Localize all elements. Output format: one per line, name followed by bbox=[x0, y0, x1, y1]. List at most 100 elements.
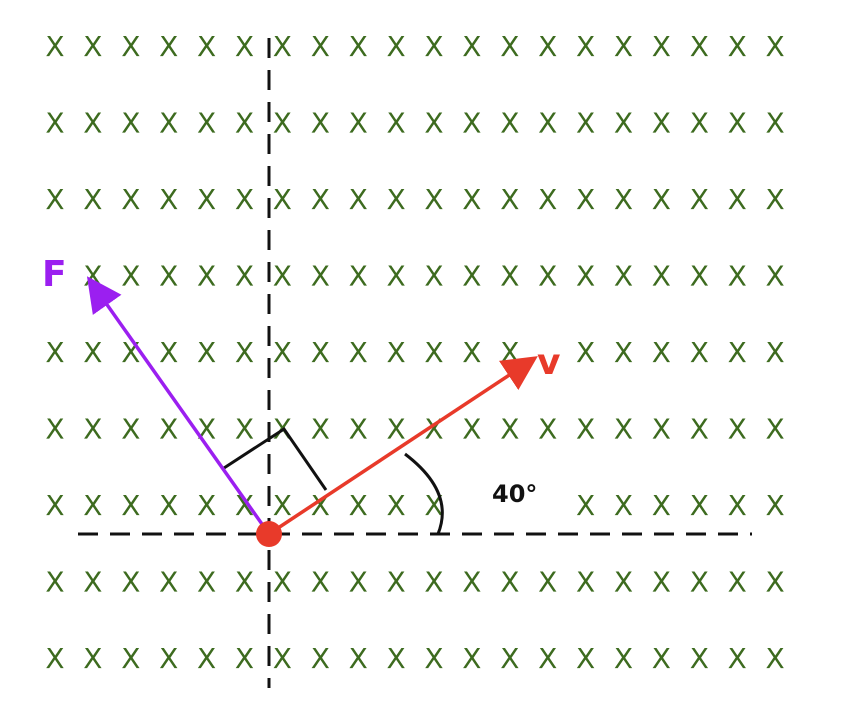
field-x-mark: X bbox=[387, 413, 406, 446]
velocity-vector-arrow bbox=[268, 356, 538, 536]
field-x-mark: X bbox=[652, 413, 671, 446]
field-x-mark: X bbox=[690, 566, 709, 599]
field-x-mark: X bbox=[576, 566, 595, 599]
field-x-mark: X bbox=[766, 260, 785, 293]
field-x-mark: X bbox=[197, 260, 216, 293]
field-x-mark: X bbox=[311, 413, 330, 446]
field-x-mark: X bbox=[690, 183, 709, 216]
field-x-mark: X bbox=[45, 336, 64, 369]
field-x-mark: X bbox=[349, 413, 368, 446]
field-x-mark: X bbox=[576, 107, 595, 140]
field-x-mark: X bbox=[273, 183, 292, 216]
field-x-mark: X bbox=[159, 489, 178, 522]
force-label: F bbox=[42, 254, 67, 295]
field-x-mark: X bbox=[424, 107, 443, 140]
field-x-mark: X bbox=[728, 566, 747, 599]
field-x-mark: X bbox=[462, 642, 481, 675]
field-x-mark: X bbox=[83, 566, 102, 599]
field-x-mark: X bbox=[652, 260, 671, 293]
field-x-mark: X bbox=[652, 489, 671, 522]
field-x-mark: X bbox=[728, 107, 747, 140]
moving-charge-dot bbox=[256, 521, 282, 547]
field-x-mark: X bbox=[235, 336, 254, 369]
field-x-mark: X bbox=[83, 30, 102, 63]
field-x-mark: X bbox=[576, 642, 595, 675]
field-x-mark: X bbox=[83, 642, 102, 675]
field-x-mark: X bbox=[538, 107, 557, 140]
field-x-mark: X bbox=[462, 413, 481, 446]
field-x-mark: X bbox=[728, 183, 747, 216]
field-x-mark: X bbox=[273, 260, 292, 293]
field-x-mark: X bbox=[387, 260, 406, 293]
field-x-mark: X bbox=[576, 30, 595, 63]
field-x-mark: X bbox=[690, 107, 709, 140]
field-x-mark: X bbox=[614, 413, 633, 446]
field-x-mark: X bbox=[197, 642, 216, 675]
field-x-mark: X bbox=[311, 336, 330, 369]
field-x-mark: X bbox=[159, 107, 178, 140]
field-x-mark: X bbox=[387, 336, 406, 369]
field-x-mark: X bbox=[500, 566, 519, 599]
field-x-mark: X bbox=[614, 642, 633, 675]
field-x-mark: X bbox=[45, 413, 64, 446]
field-x-mark: X bbox=[690, 642, 709, 675]
field-x-mark: X bbox=[766, 107, 785, 140]
field-x-mark: X bbox=[387, 107, 406, 140]
field-x-mark: X bbox=[766, 413, 785, 446]
field-x-mark: X bbox=[349, 260, 368, 293]
field-x-mark: X bbox=[121, 107, 140, 140]
velocity-label: v bbox=[537, 342, 560, 383]
field-x-mark: X bbox=[311, 30, 330, 63]
field-x-mark: X bbox=[500, 642, 519, 675]
field-x-mark: X bbox=[197, 566, 216, 599]
field-x-mark: X bbox=[614, 183, 633, 216]
field-x-mark: X bbox=[690, 413, 709, 446]
field-x-mark: X bbox=[235, 566, 254, 599]
field-x-mark: X bbox=[766, 336, 785, 369]
field-x-mark: X bbox=[500, 260, 519, 293]
field-x-mark: X bbox=[197, 183, 216, 216]
field-x-mark: X bbox=[576, 336, 595, 369]
field-x-mark: X bbox=[500, 107, 519, 140]
field-x-mark: X bbox=[614, 107, 633, 140]
field-x-mark: X bbox=[538, 642, 557, 675]
field-x-mark: X bbox=[311, 260, 330, 293]
field-x-mark: X bbox=[766, 183, 785, 216]
field-x-mark: X bbox=[273, 642, 292, 675]
field-x-mark: X bbox=[311, 566, 330, 599]
field-x-mark: X bbox=[766, 489, 785, 522]
field-x-mark: X bbox=[311, 183, 330, 216]
field-x-mark: X bbox=[159, 642, 178, 675]
field-x-mark: X bbox=[462, 566, 481, 599]
field-x-mark: X bbox=[424, 30, 443, 63]
field-x-mark: X bbox=[159, 413, 178, 446]
field-x-mark: X bbox=[387, 642, 406, 675]
field-x-mark: X bbox=[121, 260, 140, 293]
field-x-mark: X bbox=[538, 30, 557, 63]
field-x-mark: X bbox=[766, 30, 785, 63]
field-x-mark: X bbox=[349, 183, 368, 216]
field-x-mark: X bbox=[576, 183, 595, 216]
field-x-mark: X bbox=[121, 489, 140, 522]
field-x-mark: X bbox=[538, 413, 557, 446]
field-x-mark: X bbox=[235, 107, 254, 140]
angle-label: 40° bbox=[492, 480, 537, 508]
field-x-mark: X bbox=[462, 336, 481, 369]
field-x-mark: X bbox=[197, 107, 216, 140]
field-x-mark: X bbox=[462, 107, 481, 140]
field-x-mark: X bbox=[349, 489, 368, 522]
field-x-mark: X bbox=[424, 183, 443, 216]
field-x-mark: X bbox=[387, 183, 406, 216]
field-x-mark: X bbox=[197, 336, 216, 369]
field-x-mark: X bbox=[121, 642, 140, 675]
field-x-mark: X bbox=[500, 30, 519, 63]
field-x-mark: X bbox=[159, 30, 178, 63]
field-x-mark: X bbox=[690, 260, 709, 293]
field-x-mark: X bbox=[614, 336, 633, 369]
field-x-mark: X bbox=[652, 642, 671, 675]
field-x-mark: X bbox=[576, 260, 595, 293]
field-x-mark: X bbox=[766, 566, 785, 599]
field-x-mark: X bbox=[349, 336, 368, 369]
